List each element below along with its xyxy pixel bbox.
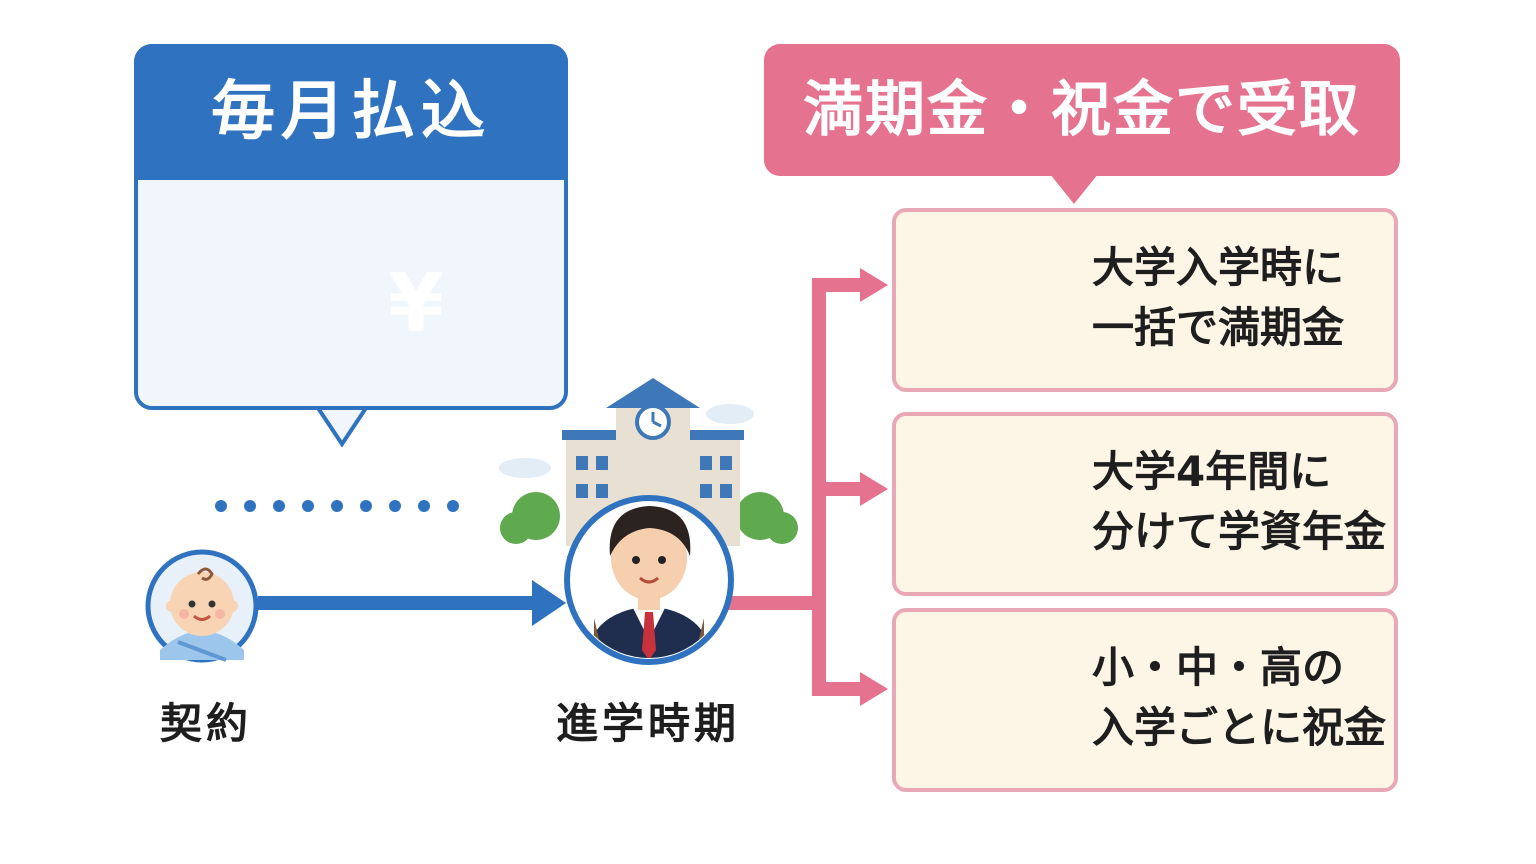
- option-line-1: 大学4年間に: [1092, 447, 1332, 496]
- option-card-text: 小・中・高の 入学ごとに祝金: [1092, 638, 1392, 758]
- maturity-payout-title: 満期金・祝金で受取: [803, 75, 1361, 145]
- monthly-payment-header: 毎月払込: [134, 44, 568, 180]
- option-line-1: 小・中・高の: [1092, 643, 1345, 692]
- branch-connectors: [726, 268, 888, 706]
- yen-symbol: ¥: [388, 257, 444, 350]
- timeline-arrow-head: [532, 580, 566, 626]
- monthly-payment-title: 毎月払込: [211, 75, 491, 149]
- contract-label: 契約: [160, 699, 253, 748]
- timeline-arrow-shaft: [258, 596, 540, 610]
- maturity-payout-header: 満期金・祝金で受取: [764, 44, 1400, 176]
- option-line-2: 入学ごとに祝金: [1092, 703, 1387, 752]
- option-card-celebration: 小・中・高の 入学ごとに祝金: [892, 608, 1398, 792]
- monthly-payment-panel: 毎月払込: [134, 44, 568, 410]
- right-panel-pointer: [1050, 174, 1098, 204]
- option-card-text: 大学入学時に 一括で満期金: [1092, 238, 1392, 358]
- option-line-1: 大学入学時に: [1092, 243, 1345, 292]
- dotted-line: [215, 500, 459, 512]
- option-card-lump-sum: 大学入学時に 一括で満期金: [892, 208, 1398, 392]
- left-panel-pointer: [314, 406, 370, 448]
- option-card-text: 大学4年間に 分けて学資年金: [1092, 442, 1392, 562]
- option-line-2: 一括で満期金: [1092, 303, 1345, 352]
- student-icon: [564, 495, 734, 665]
- enrollment-period-label: 進学時期: [556, 699, 741, 748]
- option-card-annuity: 大学4年間に 分けて学資年金: [892, 412, 1398, 596]
- option-line-2: 分けて学資年金: [1092, 507, 1387, 556]
- baby-icon: [145, 549, 259, 663]
